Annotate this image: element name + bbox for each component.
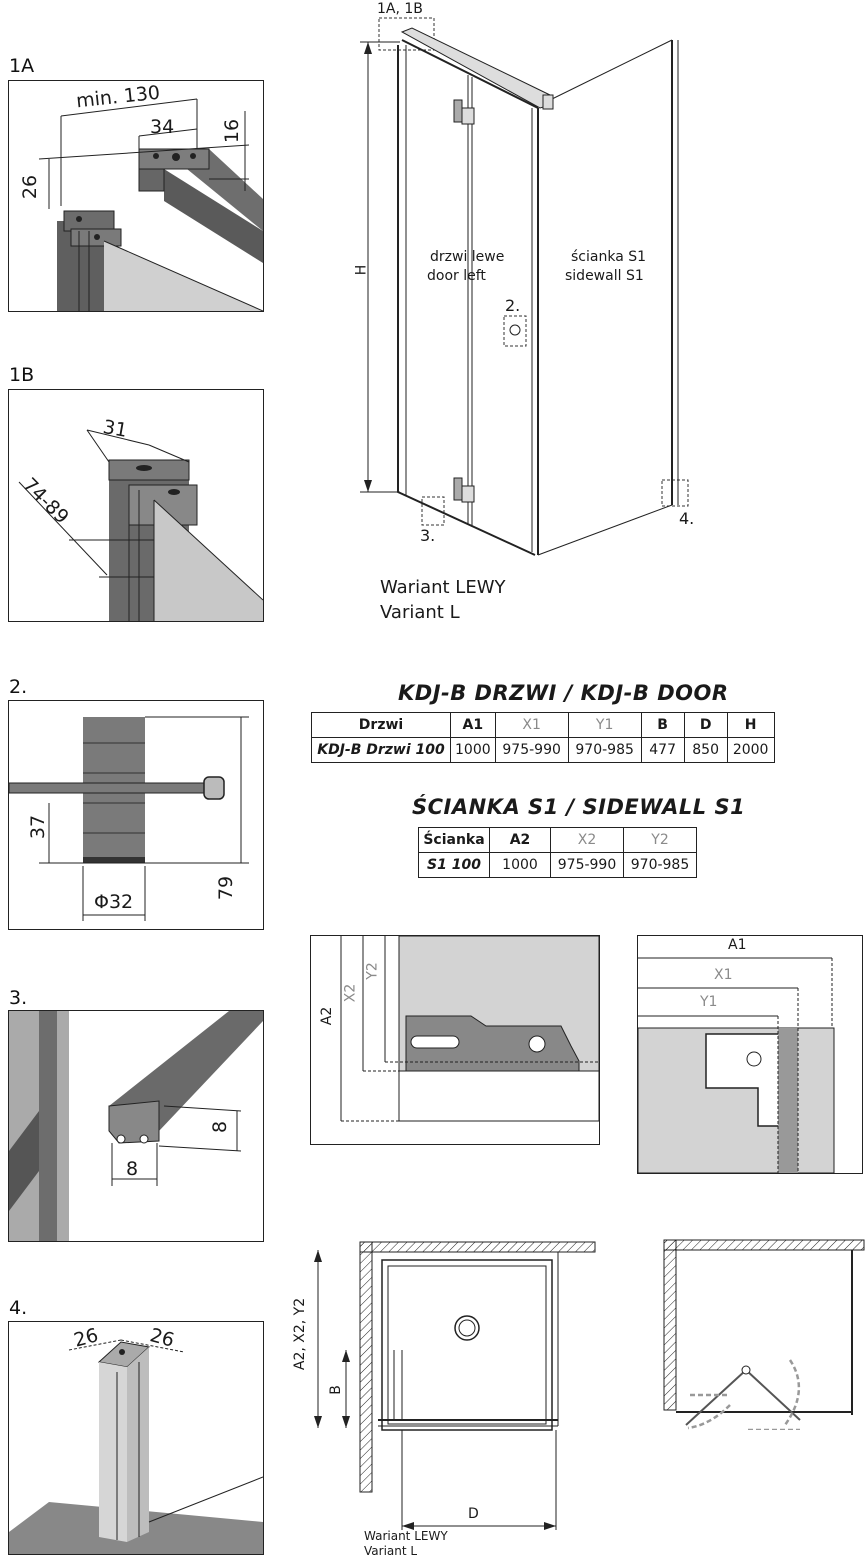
callout-4: 4. (679, 509, 695, 528)
dim-8-vertical: 8 (209, 1120, 232, 1134)
sidewall-en: sidewall S1 (565, 268, 644, 284)
dim-h: H (353, 264, 370, 276)
dim-79: 79 (215, 875, 238, 901)
dim-a2: A2 (319, 1006, 336, 1026)
door-row-d: 850 (683, 737, 728, 763)
door-row-y1: 970-985 (567, 737, 642, 763)
section-label-2: 2. (9, 676, 28, 698)
door-left-en: door left (427, 268, 486, 284)
section-label-3: 3. (9, 987, 28, 1009)
dim-26: 26 (19, 174, 42, 200)
door-table-title: KDJ-B DRZWI / KDJ-B DOOR (398, 681, 729, 705)
door-row-b: 477 (640, 737, 685, 763)
sidewall-pl: ścianka S1 (571, 249, 647, 265)
door-col-h: H (726, 712, 775, 738)
door-col-y1: Y1 (567, 712, 642, 738)
section-label-1b: 1B (9, 364, 35, 386)
door-row-x1: 975-990 (494, 737, 569, 763)
plan-variant-en: Variant L (364, 1544, 418, 1558)
door-col-a1: A1 (450, 712, 496, 738)
dim-plan-side: A2, X2, Y2 (292, 1298, 308, 1370)
detail-1a-panel (8, 80, 264, 312)
wall-row-y2: 970-985 (623, 852, 697, 878)
variant-label-en: Variant L (380, 602, 460, 623)
door-row-name: KDJ-B Drzwi 100 (311, 737, 451, 763)
detail-1b-panel (8, 389, 264, 622)
dim-y2: Y2 (364, 962, 381, 980)
variant-label-pl: Wariant LEWY (380, 577, 506, 598)
section-label-1a: 1A (9, 55, 35, 77)
door-col-b: B (640, 712, 685, 738)
wall-row-a2: 1000 (489, 852, 551, 878)
dim-37: 37 (27, 814, 50, 840)
section-detail-a2-panel (310, 935, 600, 1145)
dim-phi32: Φ32 (94, 891, 134, 913)
door-col-d: D (683, 712, 728, 738)
wall-col-a2: A2 (489, 827, 551, 853)
dim-a1: A1 (728, 937, 747, 953)
wall-col-y2: Y2 (623, 827, 697, 853)
detail-2-panel (8, 700, 264, 930)
door-col-x1: X1 (494, 712, 569, 738)
wall-col-x2: X2 (550, 827, 624, 853)
dim-16: 16 (221, 118, 244, 144)
wall-row-x2: 975-990 (550, 852, 624, 878)
folding-door-diagram (663, 1239, 865, 1430)
dim-plan-side-text: A2, X2, Y2 (292, 1297, 309, 1371)
wall-table-title: ŚCIANKA S1 / SIDEWALL S1 (412, 795, 746, 819)
door-spec-table: Drzwi A1 X1 Y1 B D H KDJ-B Drzwi 100 100… (311, 712, 775, 763)
wall-col-scianka: Ścianka (418, 827, 490, 853)
callout-2: 2. (505, 296, 521, 315)
door-row-a1: 1000 (450, 737, 496, 763)
door-left-pl: drzwi lewe (430, 249, 505, 265)
shower-3d-view (360, 17, 689, 556)
callout-1a-1b: 1A, 1B (377, 1, 423, 17)
dim-plan-d: D (468, 1506, 479, 1522)
dim-34: 34 (150, 116, 175, 138)
door-row-h: 2000 (726, 737, 775, 763)
wall-spec-table: Ścianka A2 X2 Y2 S1 100 1000 975-990 970… (418, 827, 697, 878)
section-label-4: 4. (9, 1297, 28, 1319)
detail-3-panel (8, 1010, 264, 1242)
door-col-drzwi: Drzwi (311, 712, 451, 738)
section-detail-a1-panel (637, 935, 863, 1174)
wall-row-name: S1 100 (418, 852, 490, 878)
plan-view (314, 1241, 596, 1530)
detail-4-panel (8, 1321, 264, 1555)
plan-variant-pl: Wariant LEWY (364, 1529, 448, 1543)
dim-x1: X1 (714, 967, 733, 983)
dim-8-horizontal: 8 (126, 1158, 139, 1180)
dim-plan-b: B (327, 1385, 344, 1395)
dim-31: 31 (101, 416, 129, 442)
dim-x2: X2 (342, 983, 359, 1003)
dim-y1: Y1 (700, 994, 718, 1010)
callout-3: 3. (420, 526, 436, 545)
